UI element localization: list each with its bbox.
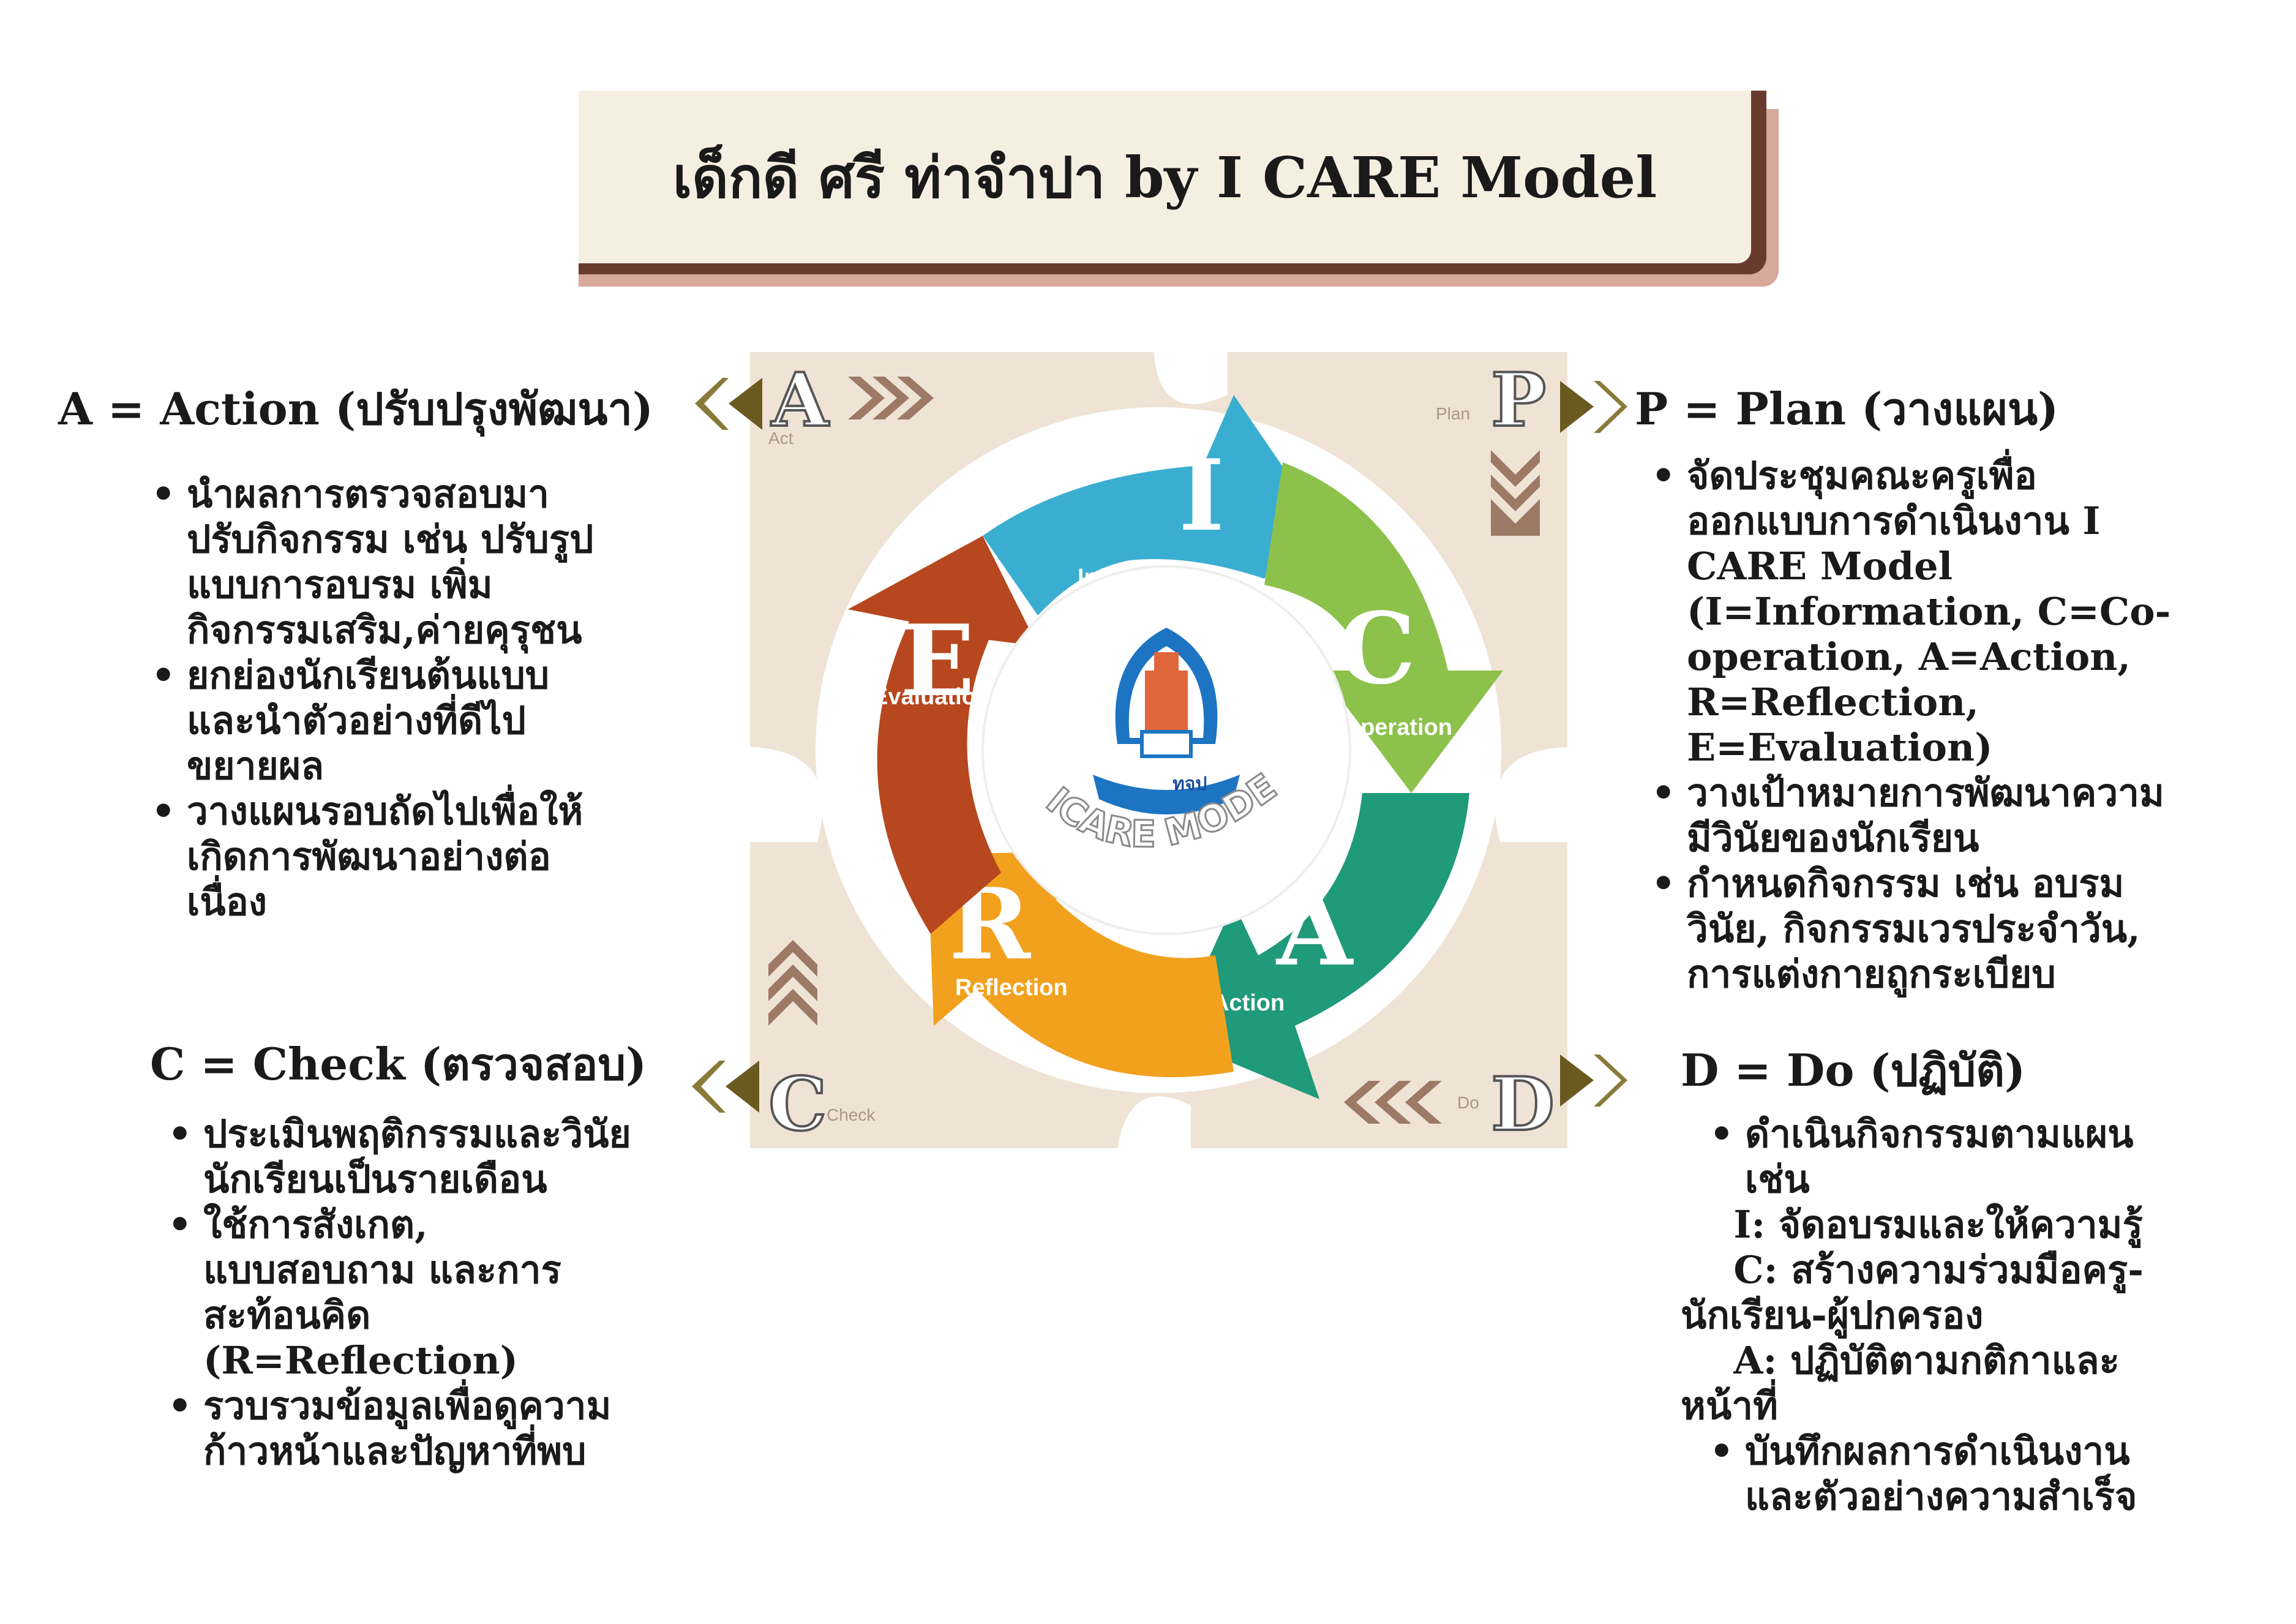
logo-text: ทจป bbox=[1172, 774, 1207, 794]
chevron-left-icon bbox=[1344, 1081, 1381, 1124]
chevron-down-icon bbox=[1491, 450, 1540, 487]
arrow-right-p-icon bbox=[1560, 381, 1627, 433]
chevron-right-icon bbox=[848, 377, 885, 419]
chevron-left-icon bbox=[1375, 1081, 1411, 1124]
list-item: วางแผนรอบถัดไปเพื่อให้เกิดการพัฒนาอย่างต… bbox=[144, 789, 707, 925]
segment-action-label: Action bbox=[1212, 990, 1285, 1016]
corner-p: P Plan bbox=[1436, 356, 1547, 536]
chevron-right-icon bbox=[897, 377, 934, 419]
check-list: ประเมินพฤติกรรมและวินัยนักเรียนเป็นรายเด… bbox=[160, 1111, 724, 1474]
corner-c-letter: C bbox=[768, 1061, 827, 1148]
corner-a-small: Act bbox=[768, 429, 793, 448]
chevron-down-icon bbox=[1491, 499, 1540, 536]
corner-d-small: Do bbox=[1457, 1093, 1479, 1112]
segment-action-letter: A bbox=[1275, 873, 1354, 988]
chevron-right-icon bbox=[872, 377, 909, 419]
plan-heading: P = Plan (วางแผน) bbox=[1635, 383, 2059, 435]
corner-a-letter: A bbox=[771, 357, 830, 443]
page-title: เด็กดี ศรี ท่าจำปา by I CARE Model bbox=[672, 144, 1657, 211]
segment-evaluation-label: Evaluation bbox=[872, 684, 990, 710]
corner-p-letter: P bbox=[1491, 357, 1546, 443]
segment-reflection-label: Reflection bbox=[955, 975, 1068, 1001]
corner-a: A Act bbox=[768, 356, 934, 448]
segment-information-letter: I bbox=[1179, 438, 1225, 553]
do-sub-line: หน้าที่ bbox=[1681, 1383, 1778, 1428]
chevron-up-icon bbox=[768, 964, 817, 1001]
corner-d-letter: D bbox=[1491, 1061, 1555, 1148]
chevron-up-icon bbox=[768, 989, 817, 1026]
segment-cooperation-letter: C bbox=[1338, 591, 1416, 706]
segment-cooperation: C Co- operation bbox=[1264, 462, 1503, 793]
do-sub-line: I: จัดอบรมและให้ความรู้ bbox=[1681, 1202, 2143, 1247]
check-heading: C = Check (ตรวจสอบ) bbox=[150, 1038, 647, 1090]
segment-evaluation-letter: E bbox=[900, 603, 975, 718]
list-item: ประเมินพฤติกรรมและวินัยนักเรียนเป็นรายเด… bbox=[160, 1111, 724, 1202]
segment-action: A Action bbox=[1172, 793, 1469, 1099]
chevron-down-icon bbox=[1491, 475, 1540, 511]
banner-face bbox=[579, 91, 1751, 263]
list-item: วางเป้าหมายการพัฒนาความมีวินัยของนักเรีย… bbox=[1644, 770, 2293, 861]
corner-c-small: Check bbox=[827, 1105, 876, 1124]
corner-d: D Do bbox=[1344, 1060, 1556, 1148]
title-banner: เด็กดี ศรี ท่าจำปา by I CARE Model bbox=[579, 91, 1779, 287]
list-item: ใช้การสังเกต,แบบสอบถาม และการสะท้อนคิด(R… bbox=[160, 1202, 724, 1383]
do-heading: D = Do (ปฏิบัติ) bbox=[1681, 1044, 2026, 1096]
school-emblem-icon bbox=[1093, 628, 1240, 814]
arrow-left-a-icon bbox=[695, 378, 762, 430]
chevron-up-icon bbox=[768, 940, 817, 977]
arrow-right-d-icon bbox=[1560, 1054, 1627, 1107]
chevron-left-icon bbox=[1405, 1081, 1442, 1124]
list-item: ยกย่องนักเรียนต้นแบบและนำตัวอย่างที่ดีไป… bbox=[144, 653, 707, 789]
action-heading: A = Action (ปรับปรุงพัฒนา) bbox=[58, 383, 653, 435]
arrow-left-c-icon bbox=[692, 1061, 759, 1113]
do-sub-line: A: ปฏิบัติตามกติกาและ bbox=[1681, 1338, 2120, 1383]
corner-p-small: Plan bbox=[1436, 404, 1470, 423]
do-sub-lines: I: จัดอบรมและให้ความรู้ C: สร้างความร่วม… bbox=[1681, 1202, 2268, 1429]
list-item: รวบรวมข้อมูลเพื่อดูความก้าวหน้าและปัญหาท… bbox=[160, 1383, 724, 1474]
icare-cycle-diagram: A Act P Plan C Check D Do I Information … bbox=[750, 352, 1567, 1148]
corner-c: C Check bbox=[767, 940, 876, 1148]
do-sub-line: นักเรียน-ผู้ปกครอง bbox=[1681, 1293, 1984, 1337]
list-item: บันทึกผลการดำเนินงานและตัวอย่างความสำเร็… bbox=[1702, 1429, 2253, 1519]
do-list-2: บันทึกผลการดำเนินงานและตัวอย่างความสำเร็… bbox=[1702, 1429, 2253, 1519]
segment-evaluation: E Evaluation bbox=[848, 536, 1038, 934]
do-sub-line: C: สร้างความร่วมมือครู- bbox=[1681, 1247, 2144, 1292]
